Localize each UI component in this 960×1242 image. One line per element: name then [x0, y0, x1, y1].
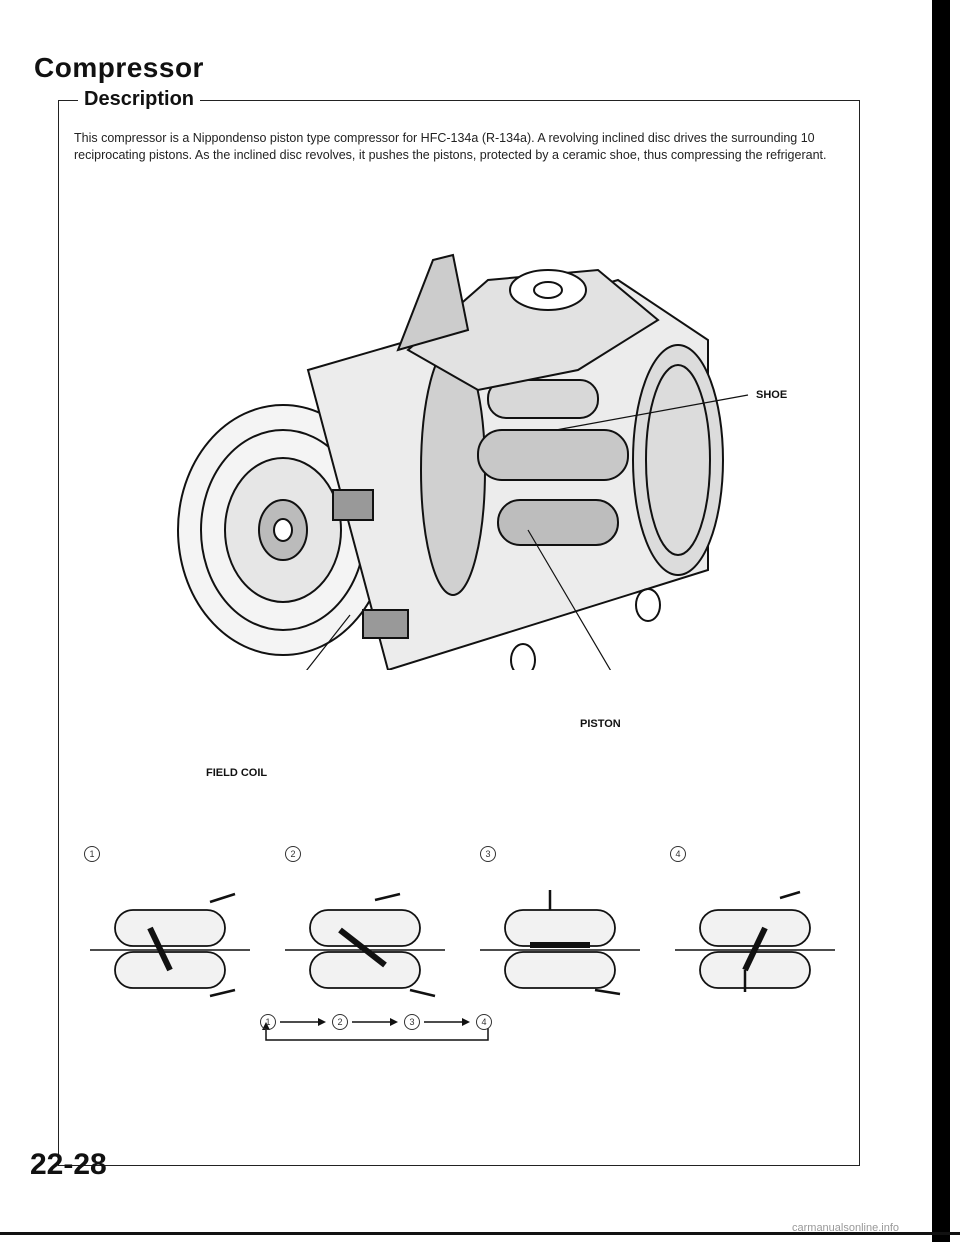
label-shoe: SHOE — [756, 389, 788, 401]
piston-stage-3 — [480, 909, 640, 989]
content-frame — [58, 100, 860, 1166]
description-paragraph: This compressor is a Nippondenso piston … — [74, 131, 827, 162]
piston-stage-2 — [285, 909, 445, 989]
step-number-4: 4 — [670, 846, 686, 862]
sequence-step-4: 4 — [476, 1014, 492, 1030]
arrow-icon — [779, 890, 801, 900]
arrow-icon — [374, 892, 401, 902]
sequence-step-2: 2 — [332, 1014, 348, 1030]
label-piston: PISTON — [580, 718, 621, 730]
sequence-step-1: 1 — [260, 1014, 276, 1030]
arrow-icon — [209, 988, 236, 998]
arrow-icon — [209, 892, 236, 904]
step-number-2: 2 — [285, 846, 301, 862]
page-title: Compressor — [34, 52, 204, 83]
piston-stage-4 — [675, 909, 835, 989]
arrow-icon — [594, 988, 621, 996]
bottom-rule — [0, 1232, 960, 1235]
page-edge-bar — [932, 0, 950, 1242]
watermark: carmanualsonline.info — [792, 1222, 900, 1234]
compressor-cutaway-illustration — [177, 253, 749, 670]
label-field-coil: FIELD COIL — [206, 767, 268, 779]
section-title: Description — [78, 88, 201, 111]
cycle-arrows — [262, 1018, 489, 1041]
piston-stage-diagrams — [90, 890, 835, 998]
page-number: 22-28 — [30, 1148, 107, 1181]
arrow-icon — [409, 988, 436, 998]
step-number-3: 3 — [480, 846, 496, 862]
step-number-1: 1 — [84, 846, 100, 862]
cycle-sequence: 1 2 3 4 — [258, 1010, 678, 1050]
piston-stage-1 — [90, 909, 250, 989]
sequence-step-3: 3 — [404, 1014, 420, 1030]
